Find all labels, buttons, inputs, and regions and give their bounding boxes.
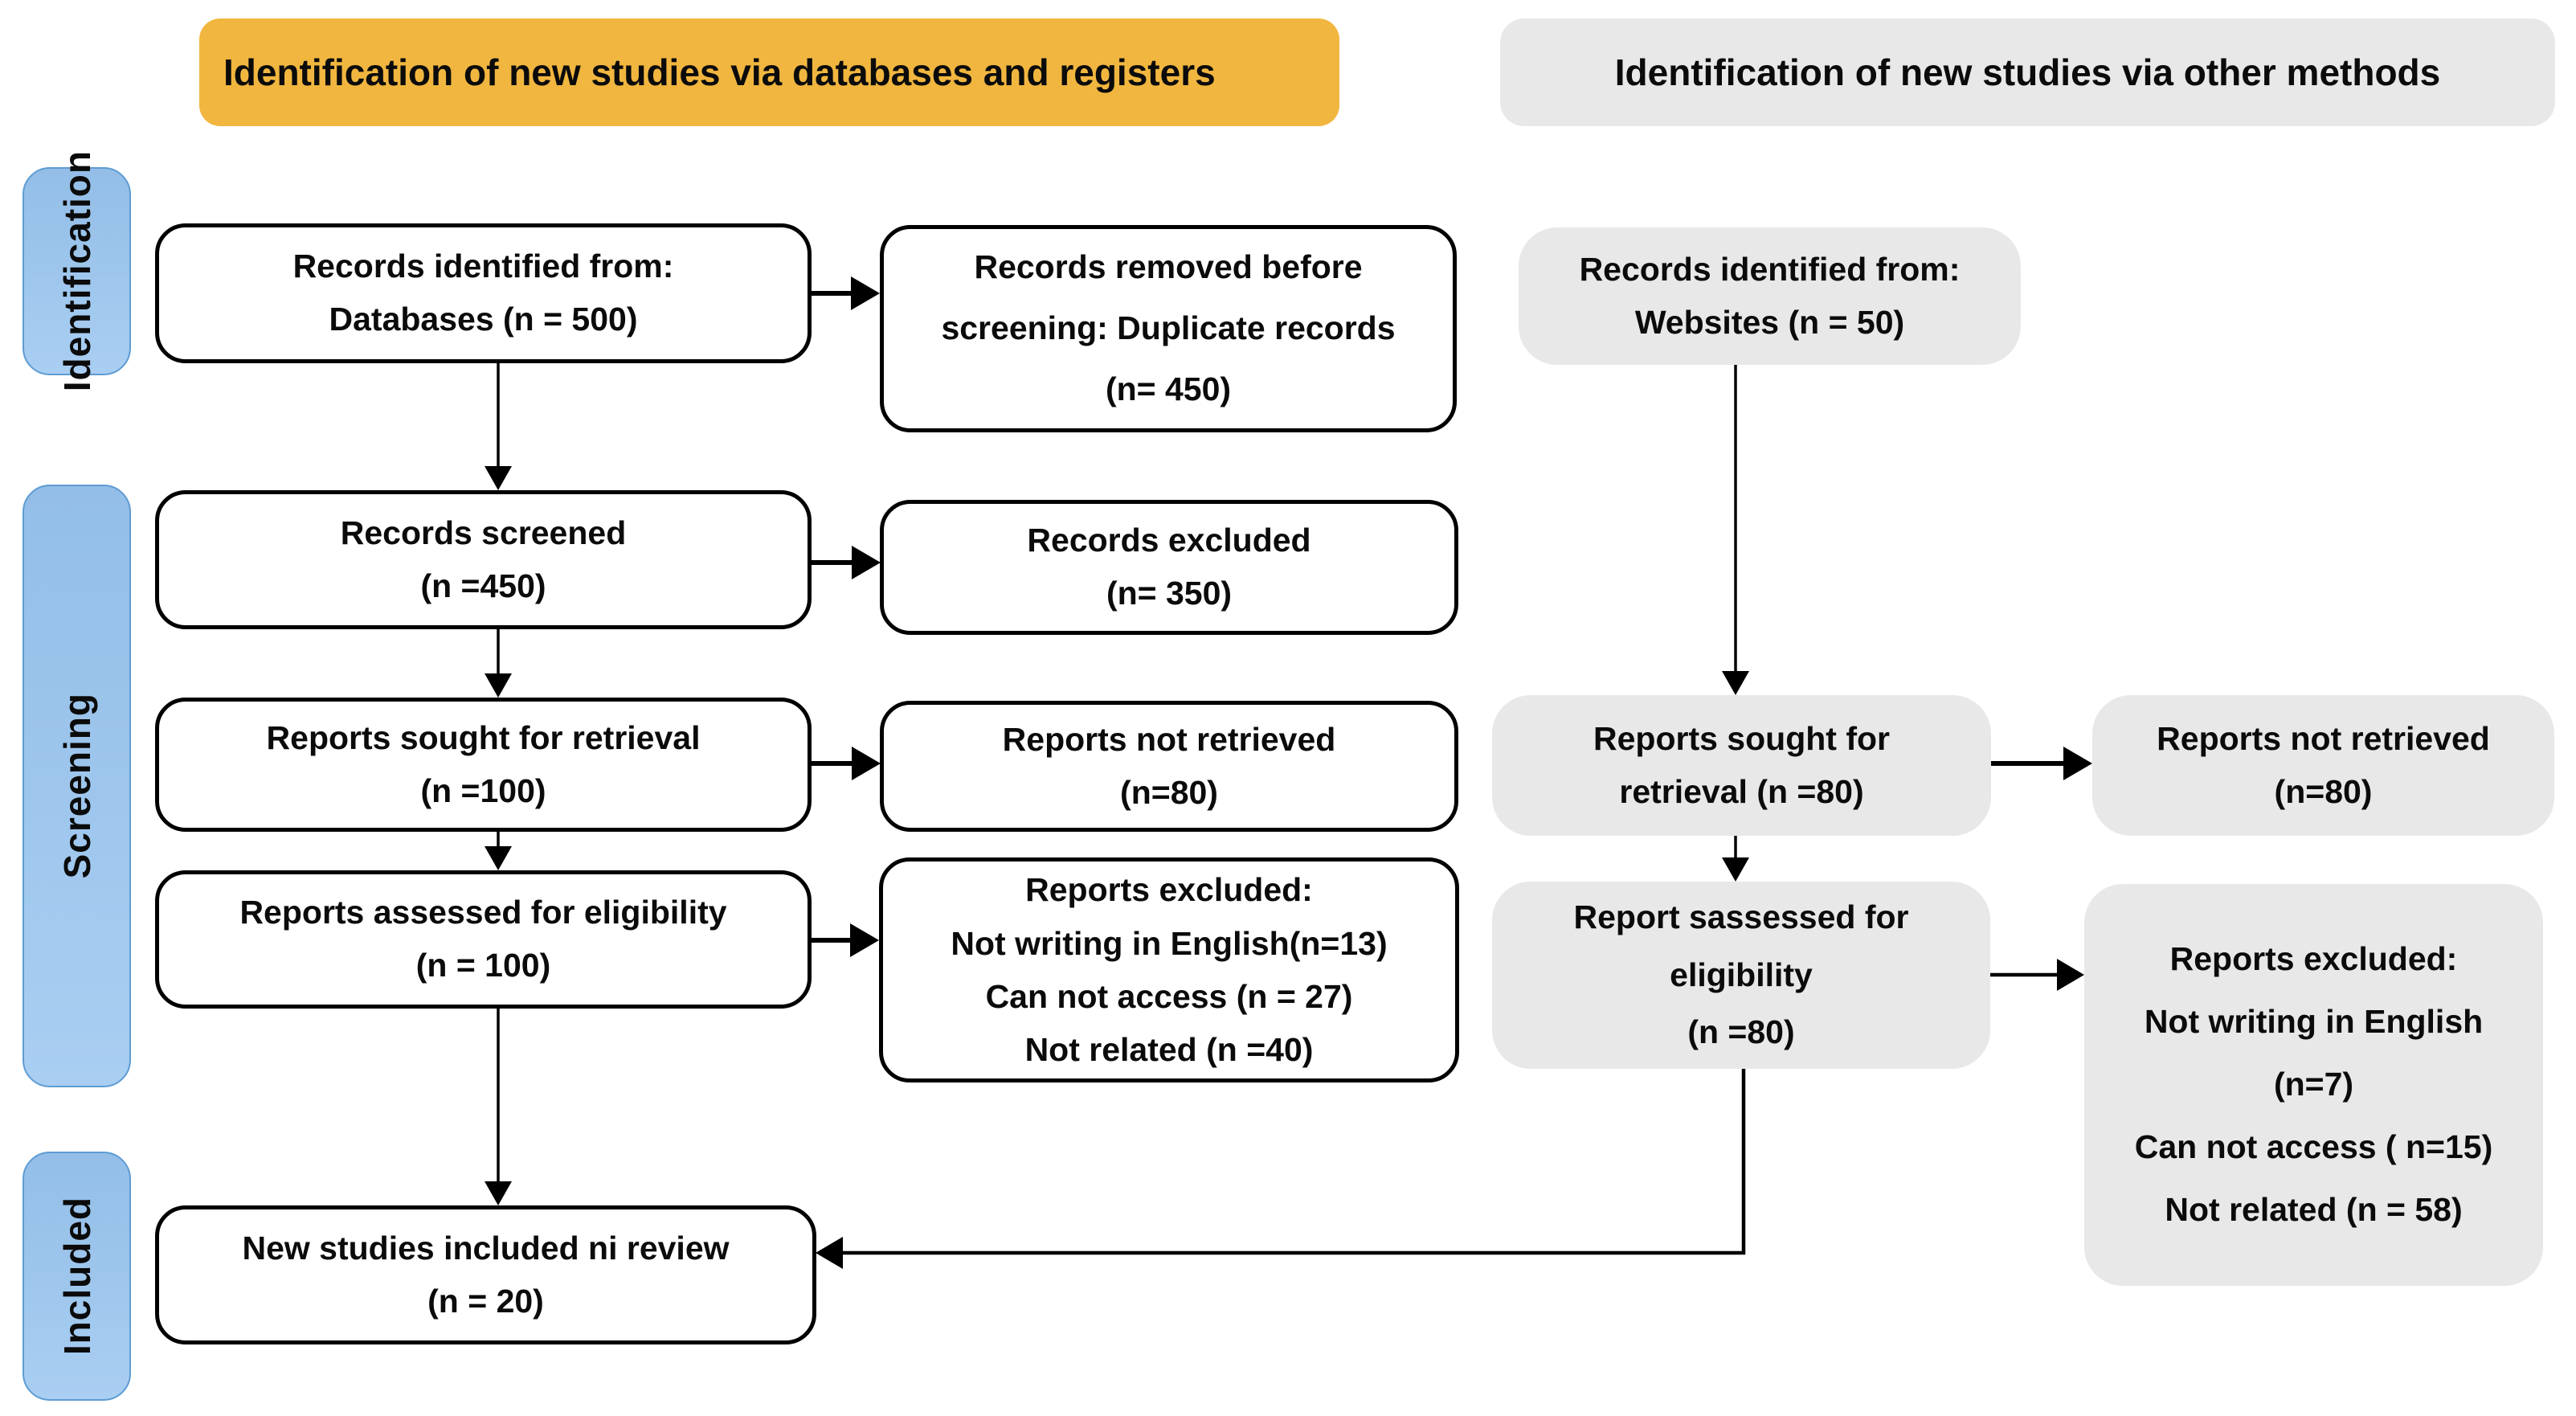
arrow-assessed-to-included <box>485 1009 512 1205</box>
arrow-assessed-other-to-excluded-other <box>1990 959 2084 991</box>
header-other-methods: Identification of new studies via other … <box>1500 18 2555 126</box>
box-line: Not writing in English <box>2144 1003 2484 1041</box>
box-line: Reports sought for <box>1593 719 1890 757</box>
box-new-studies-included: New studies included ni review (n = 20) <box>155 1205 816 1344</box>
box-line: New studies included ni review <box>242 1229 730 1267</box>
box-reports-sought-other: Reports sought for retrieval (n =80) <box>1492 695 1991 836</box>
box-reports-excluded-other: Reports excluded: Not writing in English… <box>2084 884 2543 1286</box>
box-line: Records excluded <box>1027 522 1311 559</box>
box-records-removed-before-screening: Records removed before screening: Duplic… <box>880 225 1457 432</box>
phase-band-included-label: Included <box>55 1197 98 1356</box>
box-line: (n= 450) <box>1105 370 1232 407</box>
arrow-records-identified-to-screened <box>485 363 512 490</box>
box-records-identified-websites: Records identified from: Websites (n = 5… <box>1519 227 2021 365</box>
box-line: (n = 20) <box>427 1282 544 1320</box>
box-line: Reports excluded: <box>2169 940 2458 978</box>
box-line: Reports excluded: <box>1025 871 1313 909</box>
box-reports-assessed-databases: Reports assessed for eligibility (n = 10… <box>155 870 812 1009</box>
phase-band-identification-label: Identification <box>55 150 98 392</box>
box-line: retrieval (n =80) <box>1619 772 1864 810</box>
box-reports-not-retrieved-other: Reports not retrieved (n=80) <box>2092 695 2554 836</box>
phase-band-included: Included <box>22 1152 131 1401</box>
box-line: (n=80) <box>1120 773 1218 811</box>
box-records-identified-databases: Records identified from: Databases (n = … <box>155 223 812 363</box>
box-line: Reports not retrieved <box>1002 720 1336 758</box>
box-line: (n= 350) <box>1106 575 1233 612</box>
box-line: Reports not retrieved <box>2157 719 2490 757</box>
arrow-websites-to-sought-other <box>1722 365 1749 695</box>
box-line: Not writing in English(n=13) <box>951 924 1388 962</box>
box-line: Records identified from: <box>1579 250 1961 288</box>
arrow-assessed-other-to-included <box>816 1069 1746 1269</box>
box-line: (n=80) <box>2274 772 2373 810</box>
box-line: screening: Duplicate records <box>941 309 1396 347</box>
arrow-records-identified-to-removed <box>812 276 880 310</box>
arrow-assessed-to-excluded <box>812 923 879 957</box>
arrow-screened-to-sought <box>485 629 512 698</box>
box-line: Reports assessed for eligibility <box>239 894 727 931</box>
box-line: (n =450) <box>420 567 546 604</box>
box-line: Not related (n = 58) <box>2165 1190 2463 1228</box>
arrow-sought-other-to-not-retrieved-other <box>1991 747 2092 780</box>
box-line: Databases (n = 500) <box>329 301 638 338</box>
box-line: Websites (n = 50) <box>1634 303 1905 341</box>
box-reports-sought-databases: Reports sought for retrieval (n =100) <box>155 698 812 832</box>
phase-band-screening: Screening <box>22 485 131 1087</box>
box-line: Records screened <box>340 514 627 551</box>
box-line: Can not access ( n=15) <box>2134 1127 2493 1165</box>
arrow-sought-other-to-assessed-other <box>1722 836 1749 882</box>
box-line: (n =80) <box>1687 1013 1795 1051</box>
box-line: Reports sought for retrieval <box>266 718 701 756</box>
box-reports-assessed-other: Report sassessed for eligibility (n =80) <box>1492 882 1990 1069</box>
arrow-sought-to-assessed <box>485 832 512 870</box>
header-other-methods-label: Identification of new studies via other … <box>1614 51 2441 93</box>
box-reports-excluded-databases: Reports excluded: Not writing in English… <box>879 857 1459 1082</box>
box-line: (n =100) <box>420 771 546 809</box>
box-line: eligibility <box>1670 956 1813 993</box>
phase-band-screening-label: Screening <box>55 693 98 879</box>
box-line: Report sassessed for <box>1573 898 1909 935</box>
arrow-screened-to-excluded <box>812 546 881 579</box>
box-line: Can not access (n = 27) <box>985 978 1353 1015</box>
header-databases-registers: Identification of new studies via databa… <box>199 18 1339 126</box>
box-records-screened: Records screened (n =450) <box>155 490 812 629</box>
box-records-excluded: Records excluded (n= 350) <box>880 500 1458 635</box>
box-line: Not related (n =40) <box>1024 1031 1314 1069</box>
box-line: Records removed before <box>974 248 1363 286</box>
box-reports-not-retrieved-databases: Reports not retrieved (n=80) <box>880 701 1458 832</box>
box-line: Records identified from: <box>292 248 674 285</box>
box-line: (n = 100) <box>415 947 551 984</box>
arrow-sought-to-not-retrieved <box>812 747 881 780</box>
box-line: (n=7) <box>2273 1066 2354 1103</box>
header-databases-registers-label: Identification of new studies via databa… <box>223 51 1216 93</box>
phase-band-identification: Identification <box>22 150 131 392</box>
